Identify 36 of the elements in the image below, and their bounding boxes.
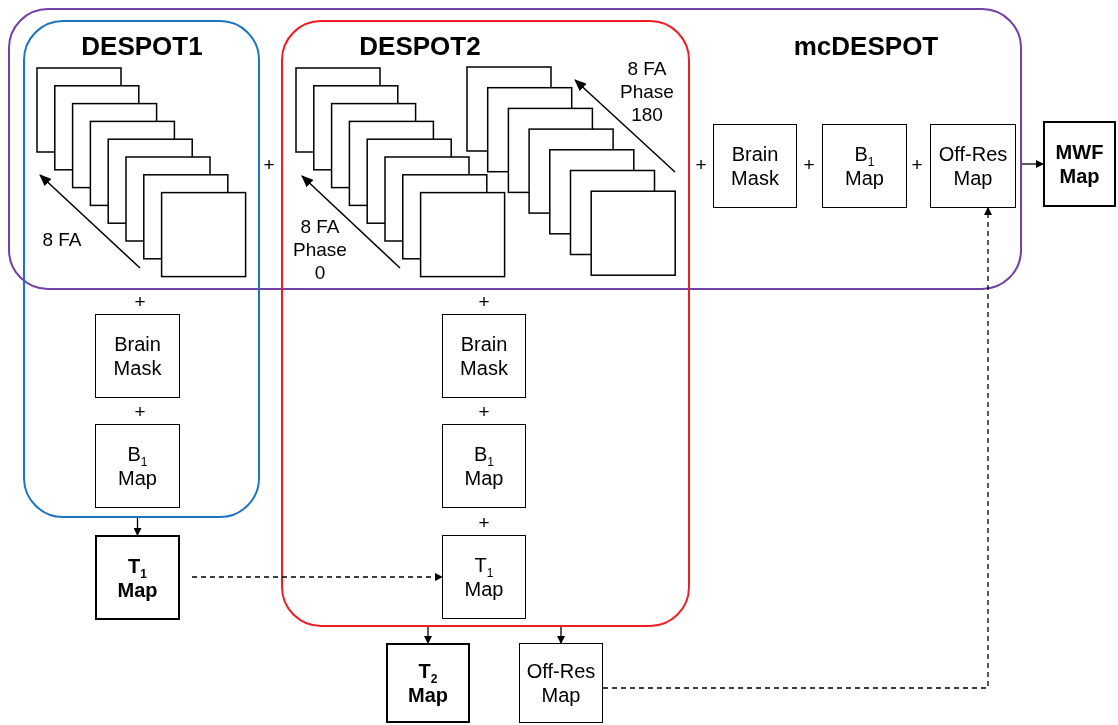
group-frame bbox=[23, 20, 260, 518]
group-frame bbox=[281, 20, 690, 627]
arrow bbox=[191, 573, 443, 581]
process-box: T$_{1}$ Map bbox=[442, 535, 526, 619]
process-box: T$_{2}$ Map bbox=[386, 643, 470, 723]
process-box: Off-Res Map bbox=[519, 643, 603, 723]
process-box: MWF Map bbox=[1043, 121, 1116, 207]
process-box: B$_{1}$ Map bbox=[95, 424, 180, 508]
process-box: T$_{1}$ Map bbox=[95, 535, 180, 620]
plus-sign: + bbox=[134, 400, 146, 424]
plus-sign: + bbox=[134, 290, 146, 314]
process-box: Brain Mask bbox=[442, 314, 526, 398]
flip-angle-label: 8 FA Phase 0 bbox=[292, 215, 348, 285]
plus-sign: + bbox=[263, 153, 275, 177]
group-title: DESPOT2 bbox=[359, 30, 481, 62]
arrow bbox=[557, 626, 565, 644]
process-box: Brain Mask bbox=[95, 314, 180, 398]
flip-angle-label: 8 FA Phase 180 bbox=[619, 57, 675, 127]
plus-sign: + bbox=[478, 290, 490, 314]
plus-sign: + bbox=[478, 511, 490, 535]
group-title: mcDESPOT bbox=[793, 30, 939, 62]
plus-sign: + bbox=[695, 153, 707, 177]
arrow bbox=[1021, 160, 1044, 168]
group-title: DESPOT1 bbox=[81, 30, 203, 62]
process-box: Off-Res Map bbox=[930, 124, 1016, 208]
group-frame bbox=[8, 8, 1022, 290]
arrow bbox=[133, 517, 142, 536]
process-box: B$_{1}$ Map bbox=[442, 424, 526, 508]
flip-angle-label: 8 FA bbox=[41, 228, 83, 252]
plus-sign: + bbox=[911, 153, 923, 177]
plus-sign: + bbox=[803, 153, 815, 177]
process-box: B$_{1}$ Map bbox=[822, 124, 907, 208]
process-box: Brain Mask bbox=[713, 124, 797, 208]
arrow bbox=[602, 207, 992, 689]
arrow bbox=[424, 626, 432, 644]
plus-sign: + bbox=[478, 400, 490, 424]
